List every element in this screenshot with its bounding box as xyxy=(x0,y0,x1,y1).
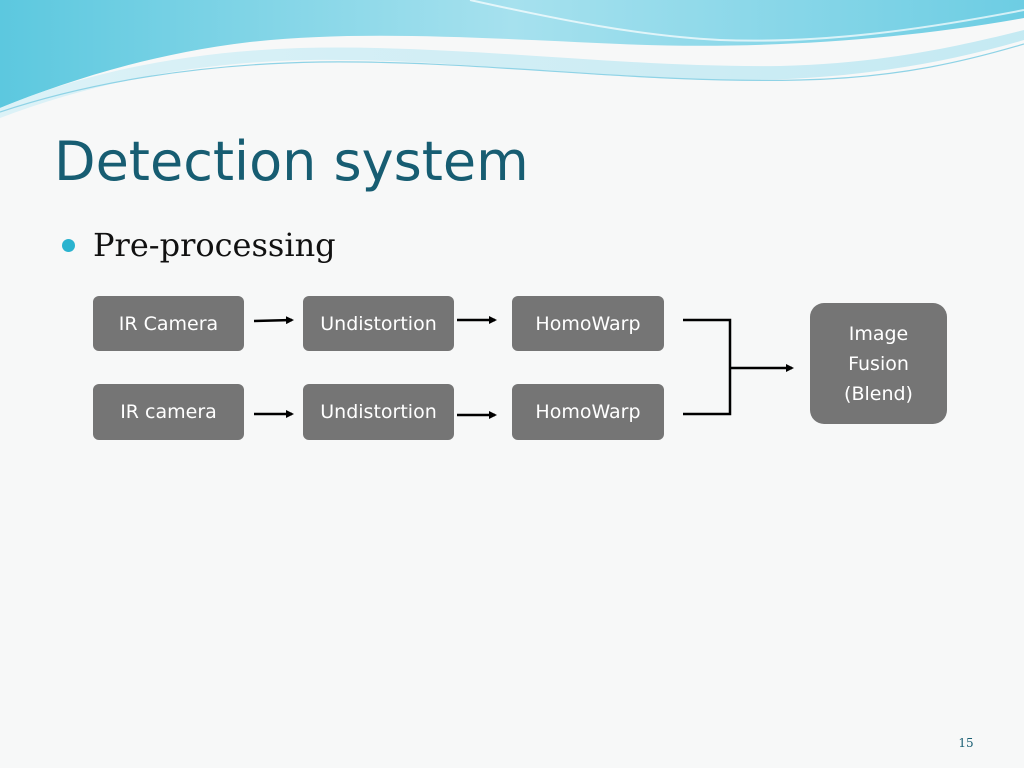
box-homowarp-1: HomoWarp xyxy=(512,296,664,351)
box-undistortion-2: Undistortion xyxy=(303,384,454,440)
box-ir-camera-2: IR camera xyxy=(93,384,244,440)
arrow-camera1-to-undistortion1 xyxy=(253,316,294,325)
slide-title: Detection system xyxy=(54,130,529,193)
box-homowarp-2: HomoWarp xyxy=(512,384,664,440)
box-undistortion-1: Undistortion xyxy=(303,296,454,351)
box-image-fusion: Image Fusion (Blend) xyxy=(810,303,947,424)
header-wave-decoration xyxy=(0,0,1024,118)
merge-bracket xyxy=(683,318,732,416)
bullet-item: Pre-processing xyxy=(62,222,336,268)
slide-number: 15 xyxy=(958,736,974,750)
bullet-icon xyxy=(62,238,75,252)
box-ir-camera-1: IR Camera xyxy=(93,296,244,351)
bullet-text: Pre-processing xyxy=(93,226,336,264)
